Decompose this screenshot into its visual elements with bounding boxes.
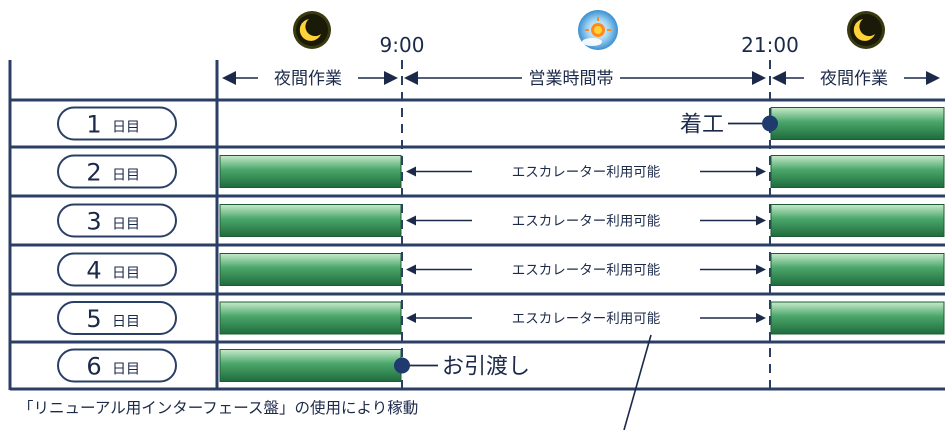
- event-label: お引渡し: [442, 355, 530, 380]
- day-unit: 日目: [112, 362, 140, 378]
- day-unit: 日目: [112, 266, 140, 282]
- band-arrow-night-right: [772, 71, 940, 85]
- footnote: 「リニューアル用インターフェース盤」の使用により稼動: [18, 399, 419, 417]
- day-number: 1: [86, 111, 101, 139]
- night-work-bar-left: [219, 155, 402, 188]
- band-label-night-right: 夜間作業: [820, 69, 888, 89]
- night-work-bar-right: [770, 253, 945, 286]
- availability-label: エスカレーター利用可能: [512, 263, 661, 279]
- day-label: 6 日目: [57, 348, 177, 383]
- night-work-bar-left: [219, 253, 402, 286]
- day-number: 4: [86, 257, 101, 285]
- availability-arrow: [406, 313, 766, 323]
- night-work-bar-left: [219, 349, 402, 382]
- day-number: 5: [86, 305, 101, 333]
- day-unit: 日目: [112, 314, 140, 330]
- night-work-bar-right: [770, 155, 945, 188]
- day-number: 3: [86, 208, 101, 236]
- event-label: 着工: [680, 113, 724, 138]
- night-work-bar-right: [770, 204, 945, 237]
- day-row: 1 日目 着工: [57, 106, 945, 141]
- band-arrow-business: [404, 71, 766, 85]
- band-arrow-night-left: [222, 71, 398, 85]
- night-work-bar-left: [219, 204, 402, 237]
- band-label-business: 営業時間帯: [529, 69, 614, 89]
- moon-icon: [847, 11, 885, 49]
- availability-arrow: [406, 264, 766, 275]
- day-row: 4 日目 エスカレーター利用可能: [57, 252, 945, 287]
- availability-label: エスカレーター利用可能: [512, 311, 661, 327]
- day-number: 2: [86, 159, 101, 187]
- day-label: 2 日目: [57, 154, 177, 189]
- night-work-bar-left: [219, 301, 402, 335]
- day-row: 5 日目 エスカレーター利用可能: [57, 301, 945, 335]
- moon-icon: [293, 11, 331, 49]
- time-label-end: 21:00: [741, 33, 799, 57]
- sun-icon: [578, 10, 618, 50]
- grid: [8, 60, 945, 391]
- band-label-night-left: 夜間作業: [274, 69, 342, 89]
- time-label-start: 9:00: [380, 33, 425, 57]
- day-label: 1 日目: [57, 106, 177, 141]
- availability-label: エスカレーター利用可能: [512, 214, 661, 230]
- availability-label: エスカレーター利用可能: [512, 165, 661, 181]
- event-dot: [762, 115, 778, 132]
- night-work-bar-right: [770, 107, 945, 140]
- day-row: 6 日目 お引渡し: [57, 348, 530, 383]
- day-row: 2 日目 エスカレーター利用可能: [57, 154, 945, 189]
- day-unit: 日目: [112, 217, 140, 233]
- day-number: 6: [86, 353, 101, 381]
- callout-line: [623, 334, 652, 430]
- availability-arrow: [406, 166, 766, 177]
- day-label: 5 日目: [57, 301, 177, 335]
- day-unit: 日目: [112, 168, 140, 184]
- event-dot: [394, 357, 410, 374]
- day-unit: 日目: [112, 120, 140, 136]
- night-work-bar-right: [770, 301, 945, 335]
- day-label: 3 日目: [57, 203, 177, 238]
- availability-arrow: [406, 215, 766, 226]
- day-label: 4 日目: [57, 252, 177, 287]
- day-row: 3 日目 エスカレーター利用可能: [57, 203, 945, 238]
